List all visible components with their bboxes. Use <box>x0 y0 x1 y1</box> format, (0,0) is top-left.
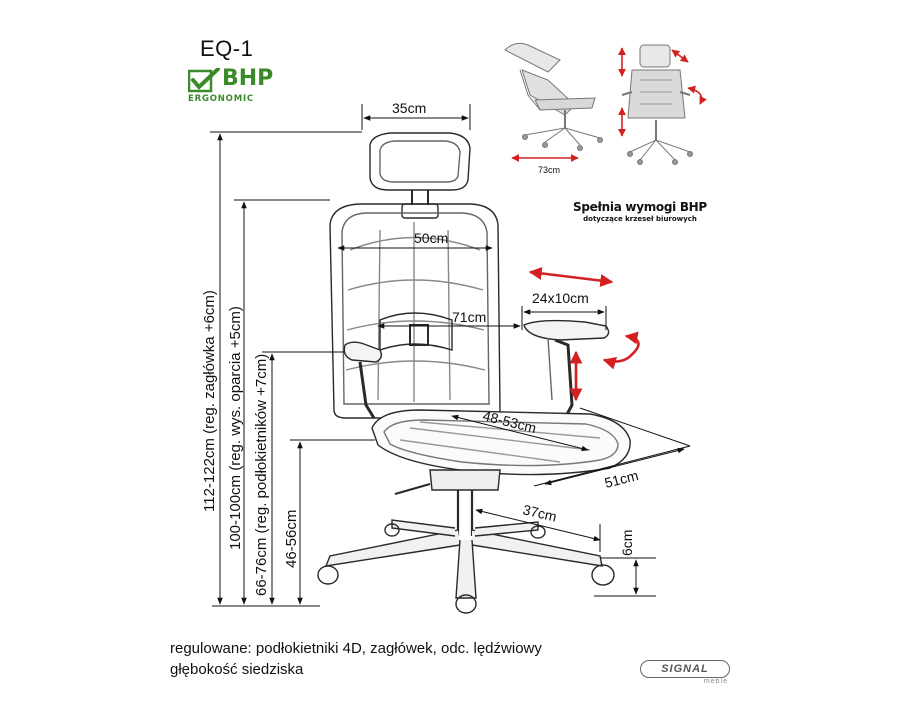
armrest-rotation-arrow <box>602 331 640 370</box>
brand-name: SIGNAL <box>640 660 730 678</box>
headrest-width-label: 35cm <box>392 100 426 116</box>
seat-height-label: 46-56cm <box>283 510 300 568</box>
caster-height-label: 6cm <box>619 530 635 556</box>
armrest-height-label: 66-76cm (reg. podłokietników +7cm) <box>253 354 270 596</box>
caption-line-1: regulowane: podłokietniki 4D, zagłówek, … <box>170 640 542 657</box>
armrest-size-label: 24x10cm <box>532 290 589 306</box>
bhp-note-subtitle: dotyczące krzeseł biurowych <box>583 215 697 223</box>
chair-outline <box>317 132 631 614</box>
thumbnail-side-view <box>504 42 603 151</box>
backrest-height-label: 100-100cm (reg. wys. oparcia +5cm) <box>227 306 244 550</box>
armrest-depth-arrow <box>528 266 614 288</box>
thumbnail-width-label: 73cm <box>538 165 560 175</box>
armrest-spacing-label: 71cm <box>452 309 486 325</box>
total-height-label: 112-122cm (reg. zagłówka +6cm) <box>201 290 218 512</box>
bhp-compliance-note: Spełnia wymogi BHP dotyczące krzeseł biu… <box>555 200 725 223</box>
bhp-note-title: Spełnia wymogi BHP <box>573 200 707 214</box>
signal-brand-logo: SIGNAL meble <box>640 660 732 686</box>
seat-width-label: 51cm <box>603 467 640 491</box>
base-radius-label: 37cm <box>521 501 558 524</box>
logo-subtext: ERGONOMIC <box>188 94 254 104</box>
brand-sub: meble <box>703 678 728 685</box>
bhp-ergonomic-logo: BHP ERGONOMIC <box>187 66 278 106</box>
caption: regulowane: podłokietniki 4D, zagłówek, … <box>170 638 542 680</box>
model-name: EQ-1 <box>200 36 254 61</box>
thumbnail-tilt-arrow <box>671 49 689 63</box>
backrest-width-label: 50cm <box>414 230 448 246</box>
caption-line-2: głębokość siedziska <box>170 661 304 678</box>
logo-text: BHP <box>222 66 274 91</box>
checkmark-icon <box>187 67 220 93</box>
thumbnail-rear-view <box>621 44 693 165</box>
thumbnail-armrest-arrow <box>687 85 707 105</box>
